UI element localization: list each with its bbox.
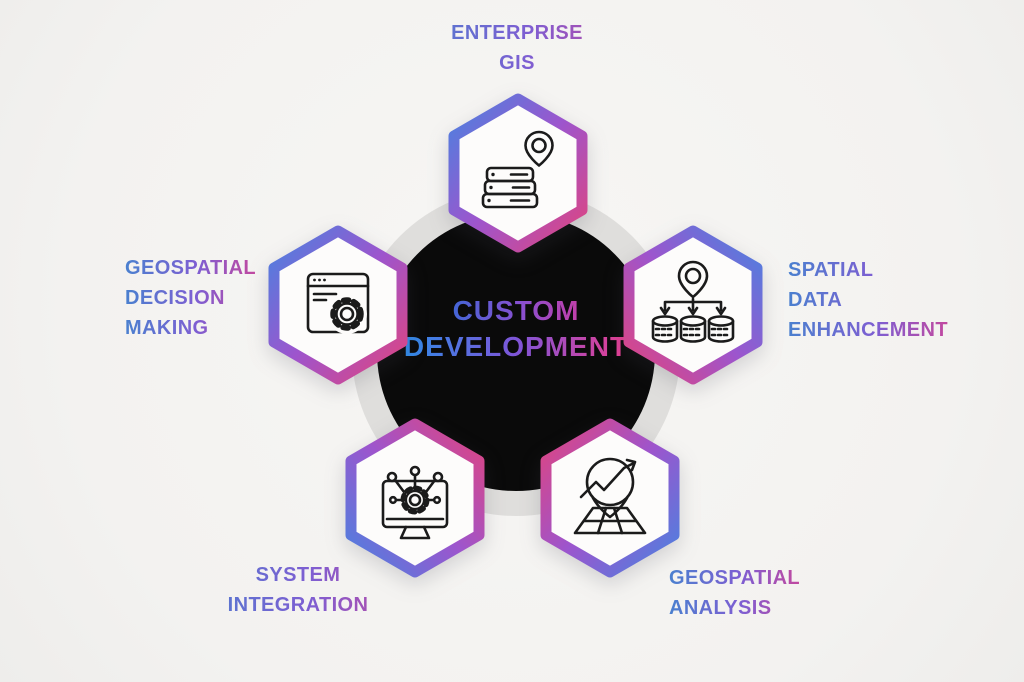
label-geospatial-analysis: GEOSPATIAL ANALYSIS (669, 563, 800, 623)
label-line: GIS (397, 48, 637, 78)
map-trend-arrow-icon (573, 457, 647, 535)
label-line: DATA (788, 285, 948, 315)
label-line: INTEGRATION (178, 590, 418, 620)
browser-gear-icon (306, 272, 370, 334)
center-title-line2: DEVELOPMENT (404, 329, 628, 365)
hexagon-geospatial-analysis (535, 415, 685, 581)
hexagon-enterprise-gis (443, 90, 593, 256)
location-pin-databases-icon (651, 260, 735, 343)
label-line: ENHANCEMENT (788, 315, 948, 345)
center-title-line1: CUSTOM (453, 293, 580, 329)
label-spatial-data-enhancement: SPATIAL DATA ENHANCEMENT (788, 255, 948, 345)
label-enterprise-gis: ENTERPRISE GIS (397, 18, 637, 78)
label-geospatial-decision-making: GEOSPATIAL DECISION MAKING (125, 253, 256, 343)
label-line: SYSTEM (178, 560, 418, 590)
server-location-pin-icon (481, 130, 554, 209)
hexagon-system-integration (340, 415, 490, 581)
monitor-gear-network-icon (381, 465, 449, 540)
label-line: MAKING (125, 313, 256, 343)
label-line: DECISION (125, 283, 256, 313)
label-line: ANALYSIS (669, 593, 800, 623)
label-line: GEOSPATIAL (669, 563, 800, 593)
label-system-integration: SYSTEM INTEGRATION (178, 560, 418, 620)
label-line: GEOSPATIAL (125, 253, 256, 283)
center-title: CUSTOM DEVELOPMENT (366, 293, 666, 365)
hexagon-spatial-data-enhancement (618, 222, 768, 388)
label-line: SPATIAL (788, 255, 948, 285)
label-line: ENTERPRISE (397, 18, 637, 48)
hexagon-geospatial-decision-making (263, 222, 413, 388)
